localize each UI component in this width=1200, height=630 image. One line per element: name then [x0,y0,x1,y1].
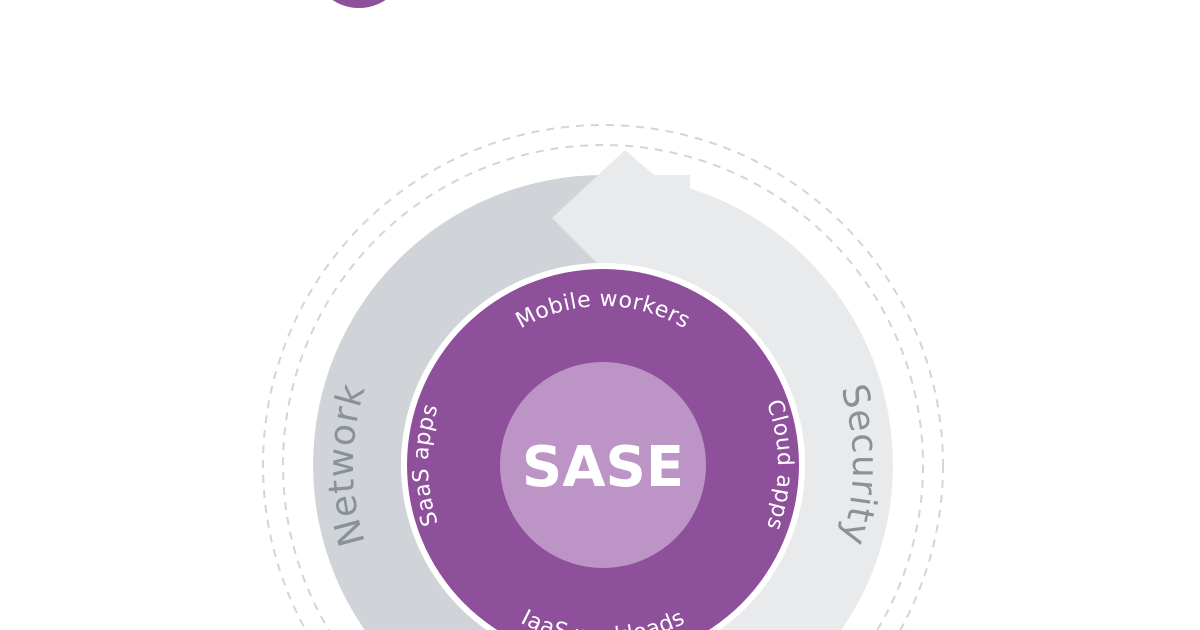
network-ring-segment [313,175,603,630]
cycle-arrow-icon [552,150,660,282]
top-decorative-circle [332,0,386,8]
arrow-shaft [600,175,690,275]
core-circle [500,362,706,568]
inner-dashed-orbit [282,144,924,630]
core-label: SASE [522,435,684,500]
security-ring-segment [603,175,893,630]
outer-dashed-orbit [262,124,944,630]
